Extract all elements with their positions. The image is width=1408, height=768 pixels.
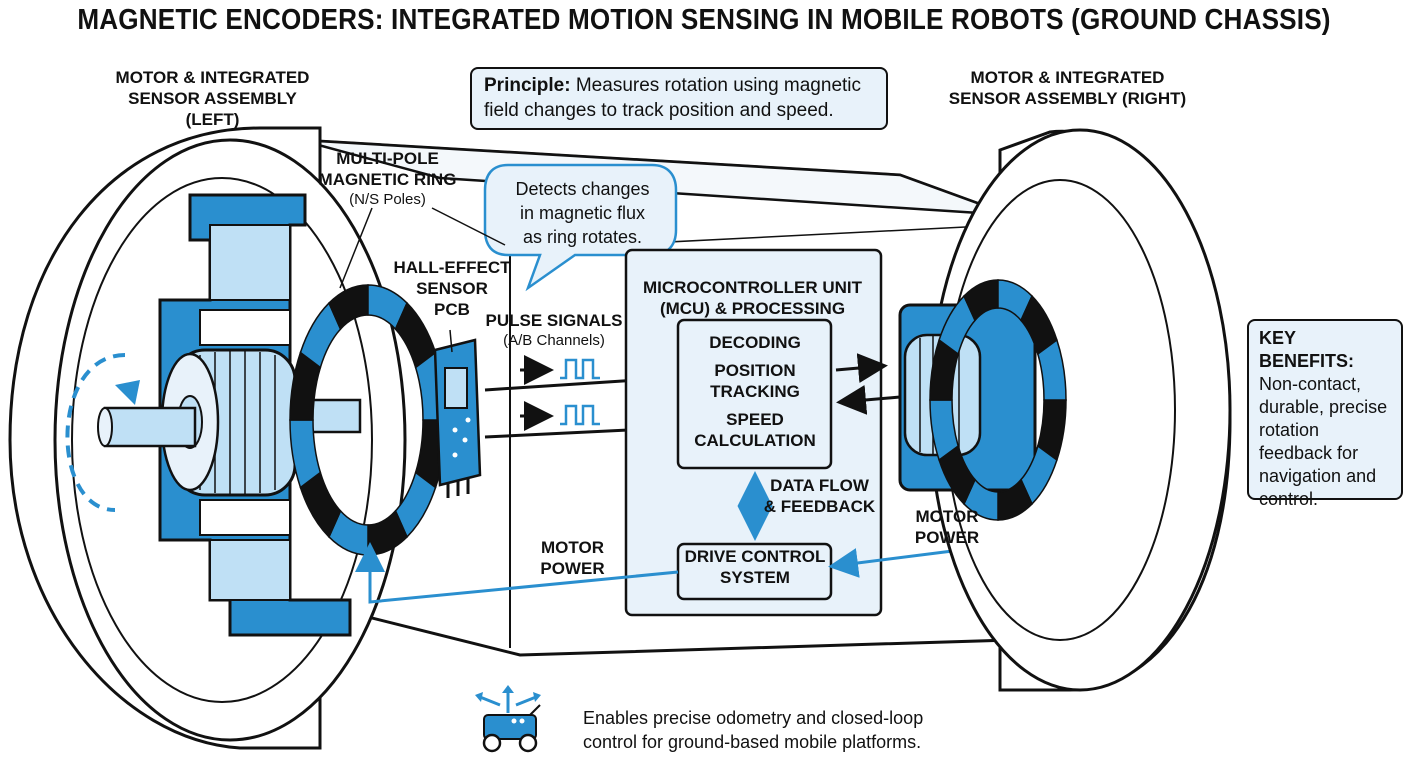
speed-calculation-label: SPEED CALCULATION	[680, 409, 830, 451]
key-benefits-box: KEY BENEFITS: Non-contact, durable, prec…	[1247, 319, 1403, 509]
decoding-label: DECODING	[709, 333, 801, 352]
footer-caption: Enables precise odometry and closed-loop…	[583, 706, 1103, 754]
magnetic-ring-sub: (N/S Poles)	[349, 191, 426, 208]
hall-sensor-label-line2: SENSOR	[416, 279, 488, 298]
motor-power-right-line1: MOTOR	[915, 507, 979, 526]
pulse-signals-sub: (A/B Channels)	[503, 332, 605, 349]
magnetic-ring-label-line2: MAGNETIC RING	[318, 170, 457, 189]
left-motor-power-line	[355, 542, 679, 604]
flux-callout-line3: as ring rotates.	[522, 227, 643, 247]
magnetic-ring-label: MULTI-POLE MAGNETIC RING (N/S Poles)	[305, 148, 470, 209]
rotation-arrow-icon	[65, 353, 140, 512]
drive-control-line2: SYSTEM	[720, 568, 790, 587]
right-assembly-label-line1: MOTOR & INTEGRATED	[970, 68, 1165, 87]
motor-power-left-label: MOTOR POWER	[525, 537, 620, 579]
motor-power-right-label: MOTOR POWER	[902, 506, 992, 548]
footer-line1: Enables precise odometry and closed-loop	[583, 708, 924, 728]
pulse-signal-b-icon	[560, 404, 600, 426]
principle-text: Measures rotation using magnetic field c…	[484, 75, 862, 121]
flux-callout-line1: Detects changes	[515, 179, 650, 199]
mcu-label-line2: (MCU) & PROCESSING	[659, 299, 846, 318]
pulse-signals-label-line1: PULSE SIGNALS	[485, 311, 623, 330]
pulse-signal-a-icon	[560, 358, 600, 380]
mobile-robot-icon	[475, 685, 541, 753]
hall-sensor-pcb	[433, 338, 482, 498]
processing-box	[676, 318, 833, 470]
motor-power-left-line2: POWER	[540, 559, 605, 578]
data-flow-label: DATA FLOW & FEEDBACK	[762, 475, 877, 517]
key-benefits-heading: KEY BENEFITS:	[1259, 328, 1355, 371]
footer-line2: control for ground-based mobile platform…	[583, 732, 922, 752]
speed-calculation-line1: SPEED	[726, 410, 784, 429]
motor-power-right-line2: POWER	[914, 528, 980, 547]
data-flow-line2: & FEEDBACK	[763, 497, 876, 516]
mcu-label: MICROCONTROLLER UNIT (MCU) & PROCESSING	[640, 277, 865, 319]
magnetic-ring-label-line1: MULTI-POLE	[336, 149, 439, 168]
flux-callout-bubble	[483, 163, 678, 292]
right-wheel	[928, 128, 1232, 692]
principle-heading: Principle:	[484, 75, 571, 96]
position-tracking-line2: TRACKING	[710, 382, 800, 401]
flux-callout-line2: in magnetic flux	[519, 203, 646, 223]
key-benefits-text: Non-contact, durable, precise rotation f…	[1259, 374, 1388, 509]
left-assembly-label-line1: MOTOR & INTEGRATED	[115, 68, 310, 87]
right-motor-to-mcu-arrow	[836, 384, 901, 415]
hall-sensor-label: HALL-EFFECT SENSOR PCB	[392, 257, 512, 320]
position-tracking-label: POSITION TRACKING	[680, 360, 830, 402]
magnetic-pole-segment	[1036, 338, 1067, 401]
pulse-signals-label: PULSE SIGNALS (A/B Channels)	[484, 310, 624, 350]
hall-sensor-label-line1: HALL-EFFECT	[393, 258, 511, 277]
right-assembly-label: MOTOR & INTEGRATED SENSOR ASSEMBLY (RIGH…	[935, 67, 1200, 109]
principle-box: Principle: Measures rotation using magne…	[470, 67, 888, 130]
right-magnetic-ring	[929, 279, 1067, 521]
data-flow-line1: DATA FLOW	[770, 476, 869, 495]
speed-calculation-line2: CALCULATION	[694, 431, 816, 450]
mcu-label-line1: MICROCONTROLLER UNIT	[642, 278, 863, 297]
mcu-to-right-motor-arrow	[835, 353, 888, 384]
left-assembly-label-line2: SENSOR ASSEMBLY (LEFT)	[128, 89, 297, 129]
drive-control-line1: DRIVE CONTROL	[684, 547, 826, 566]
left-assembly-label: MOTOR & INTEGRATED SENSOR ASSEMBLY (LEFT…	[100, 67, 325, 130]
right-motor	[898, 303, 1037, 492]
drive-control-label: DRIVE CONTROL SYSTEM	[680, 546, 830, 588]
right-assembly-label-line2: SENSOR ASSEMBLY (RIGHT)	[948, 89, 1187, 108]
flux-callout-text: Detects changes in magnetic flux as ring…	[500, 177, 665, 249]
motor-power-left-line1: MOTOR	[541, 538, 604, 557]
hall-sensor-label-line3: PCB	[434, 300, 470, 319]
page-title: MAGNETIC ENCODERS: INTEGRATED MOTION SEN…	[77, 4, 1331, 36]
left-motor-cutaway	[158, 193, 352, 637]
position-tracking-line1: POSITION	[714, 361, 796, 380]
